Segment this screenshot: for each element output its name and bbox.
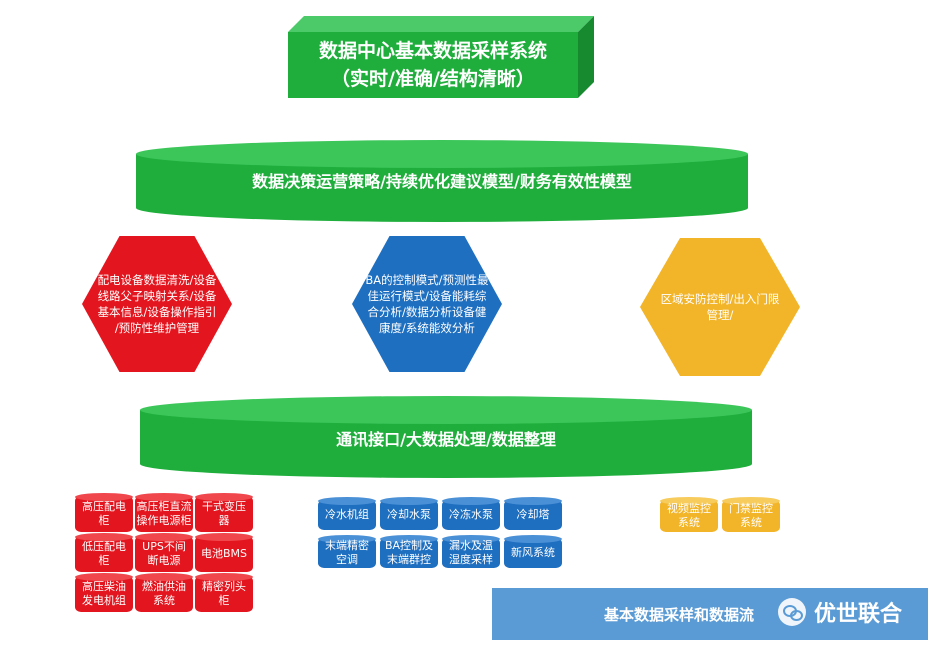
title-line-2: （实时/准确/结构清晰） bbox=[331, 68, 535, 90]
hexagon-security-control: 区域安防控制/出入门限 管理/ bbox=[640, 238, 800, 376]
data-processing-label: 通讯接口/大数据处理/数据整理 bbox=[336, 430, 556, 449]
wechat-icon bbox=[778, 598, 806, 626]
security-equipment-item: 门禁监控系统 bbox=[722, 497, 780, 532]
title-block-side bbox=[578, 16, 596, 98]
power-equipment-item: 电池BMS bbox=[195, 533, 253, 572]
hexagon-power-management: 配电设备数据清洗/设备 线路父子映射关系/设备 基本信息/设备操作指引 /预防性… bbox=[82, 236, 232, 372]
power-equipment-item: 高压柜直流操作电源柜 bbox=[135, 493, 193, 532]
hvac-equipment-item: 冷却水泵 bbox=[380, 497, 438, 530]
watermark-text: 优世联合 bbox=[814, 602, 903, 627]
hvac-equipment-item: 漏水及温湿度采样 bbox=[442, 535, 500, 568]
base-data-bar: 基本数据采样和数据流 bbox=[492, 588, 928, 640]
power-equipment-item: UPS不间断电源 bbox=[135, 533, 193, 572]
hvac-equipment-item: 新风系统 bbox=[504, 535, 562, 568]
decision-layer-label: 数据决策运营策略/持续优化建议模型/财务有效性模型 bbox=[252, 172, 632, 191]
security-equipment-item: 视频监控系统 bbox=[660, 497, 718, 532]
hvac-equipment-item: BA控制及末端群控 bbox=[380, 535, 438, 568]
title-line-1: 数据中心基本数据采样系统 bbox=[318, 40, 547, 62]
data-processing-band: 通讯接口/大数据处理/数据整理 bbox=[140, 396, 752, 478]
hvac-equipment-item: 末端精密空调 bbox=[318, 535, 376, 568]
base-data-label: 基本数据采样和数据流 bbox=[604, 605, 755, 624]
power-equipment-item: 高压柴油发电机组 bbox=[75, 573, 133, 612]
power-equipment-item: 高压配电柜 bbox=[75, 493, 133, 532]
hvac-equipment-item: 冷水机组 bbox=[318, 497, 376, 530]
power-equipment-item: 干式变压器 bbox=[195, 493, 253, 532]
hvac-equipment-item: 冷冻水泵 bbox=[442, 497, 500, 530]
system-title: 数据中心基本数据采样系统 （实时/准确/结构清晰） bbox=[288, 32, 578, 98]
title-block-top bbox=[288, 16, 594, 32]
hexagon-ba-control: BA的控制模式/预测性最 佳运行模式/设备能耗综 合分析/数据分析设备健 康度/… bbox=[352, 236, 502, 372]
hvac-equipment-item: 冷却塔 bbox=[504, 497, 562, 530]
watermark: 优世联合 bbox=[778, 596, 902, 628]
power-equipment-item: 燃油供油系统 bbox=[135, 573, 193, 612]
power-equipment-item: 低压配电柜 bbox=[75, 533, 133, 572]
decision-layer-band: 数据决策运营策略/持续优化建议模型/财务有效性模型 bbox=[136, 140, 748, 222]
power-equipment-item: 精密列头柜 bbox=[195, 573, 253, 612]
